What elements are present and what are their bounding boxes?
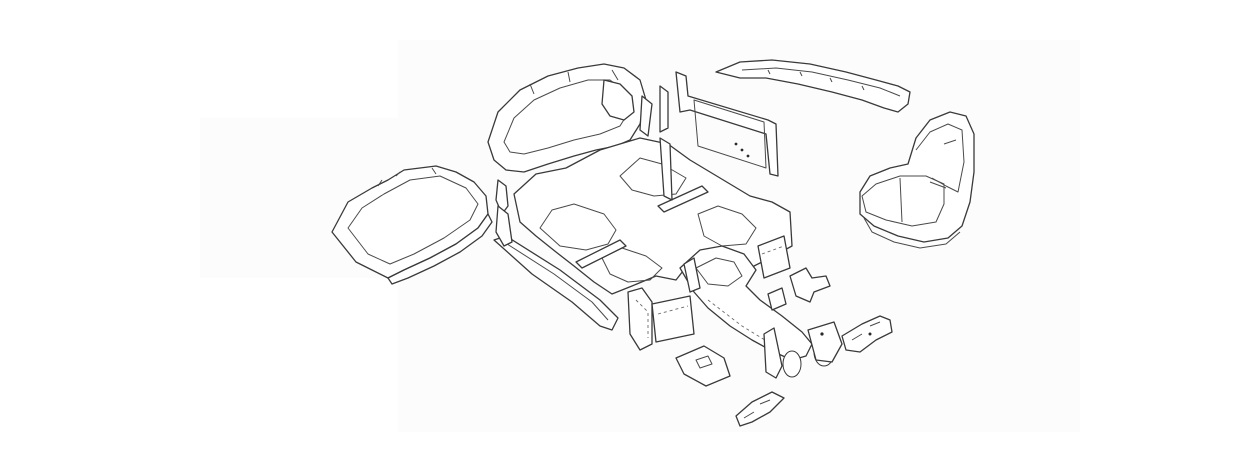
boot-floor-panel <box>331 165 509 285</box>
left-sill-strip <box>493 205 619 331</box>
rear-shelf-panel <box>487 63 669 173</box>
tunnel-panel <box>679 245 843 379</box>
footwell-panels <box>627 235 791 351</box>
small-gasket-pieces <box>675 267 893 427</box>
dashboard-top-panel <box>715 59 911 113</box>
seat <box>859 111 975 249</box>
rear-bulkhead-panel <box>675 71 779 177</box>
